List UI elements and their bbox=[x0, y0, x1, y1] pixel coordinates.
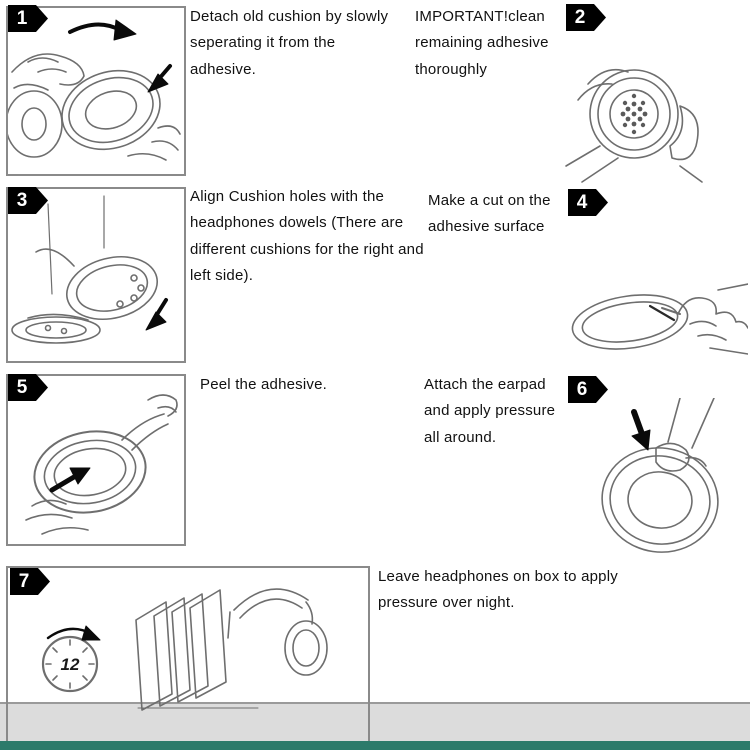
step-6-instruction: Attach the earpad and apply pressure all… bbox=[424, 376, 556, 446]
arrow-icon bbox=[145, 298, 168, 331]
headphones bbox=[227, 588, 328, 676]
step-2-number: 2 bbox=[574, 6, 586, 28]
arrow-icon bbox=[631, 409, 651, 451]
arrow-icon bbox=[49, 467, 91, 493]
step-1-number: 1 bbox=[16, 7, 28, 29]
step-6-press-earpad-illustration bbox=[601, 398, 719, 553]
step-5-instruction: Peel the adhesive. bbox=[200, 376, 328, 393]
step-5-peel-adhesive-illustration bbox=[25, 394, 178, 535]
step-4-cut-adhesive-illustration bbox=[571, 283, 748, 355]
step-1-instruction: Detach old cushion by slowly seperating … bbox=[190, 8, 389, 78]
step-4-instruction: Make a cut on the adhesive surface bbox=[428, 192, 551, 236]
step-3-instruction: Align Cushion holes with the headphones … bbox=[190, 188, 424, 284]
adhesive-dots bbox=[620, 93, 648, 135]
step-3-panel bbox=[6, 187, 186, 363]
clock-label: 12 bbox=[61, 655, 80, 674]
box-stack bbox=[135, 589, 227, 711]
step-5-number: 5 bbox=[16, 376, 28, 398]
step-3-align-holes-illustration bbox=[11, 195, 168, 344]
step-2-instruction: IMPORTANT!clean remaining adhesive thoro… bbox=[415, 8, 549, 78]
step-1-detach-cushion-illustration bbox=[8, 19, 181, 161]
step-7-overnight-pressure-illustration: 12 bbox=[41, 588, 328, 711]
step-2-clean-adhesive-illustration bbox=[565, 68, 703, 183]
step-6-number: 6 bbox=[576, 378, 588, 400]
step-7-instruction: Leave headphones on box to apply pressur… bbox=[378, 568, 618, 612]
step-7-number: 7 bbox=[18, 570, 30, 592]
step-5-panel bbox=[6, 374, 186, 546]
step-3-number: 3 bbox=[16, 189, 28, 211]
step-4-badge: 4 bbox=[568, 189, 608, 216]
step-2-badge: 2 bbox=[566, 4, 606, 31]
footer-accent-bar bbox=[0, 741, 750, 750]
arrow-icon bbox=[68, 19, 172, 93]
step-1-panel bbox=[6, 6, 186, 176]
clockwise-arrow-icon bbox=[46, 625, 101, 641]
cut-line bbox=[648, 304, 676, 322]
step-4-number: 4 bbox=[576, 191, 588, 213]
table-surface bbox=[0, 702, 750, 743]
clock-12-icon: 12 bbox=[41, 625, 101, 693]
